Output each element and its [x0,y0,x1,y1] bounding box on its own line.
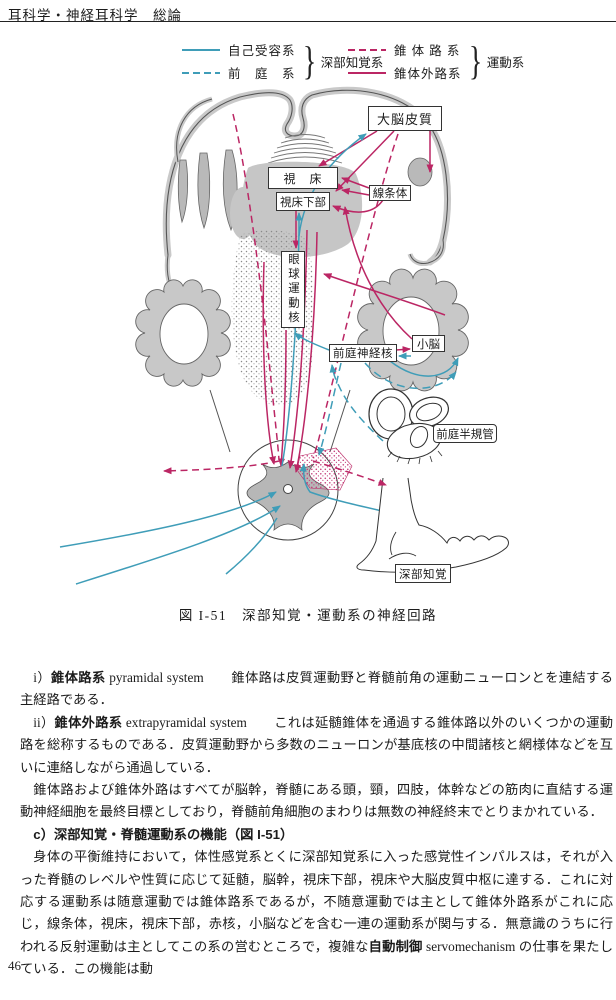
node-oculomotor-nucleus: 眼球運動核 [281,251,305,328]
brain-sulci [177,149,433,232]
legend-brace: } [468,38,482,83]
node-cerebellum: 小脳 [412,335,445,352]
node-vestibular-nucleus: 前庭神経核 [329,344,397,362]
paragraph-motor-targets: 錐体路および錐体外路はすべてが脳幹，脊髄にある頭，頸，四肢，体幹などの筋肉に直結… [20,782,613,820]
legend-brace: } [302,38,316,83]
legend-group-deep-sensory: 自己受容系 前 庭 系 } 深部知覚系 [182,38,383,84]
motor-pathways [163,113,446,486]
brain-outline [162,86,451,294]
temporal-lobe-left [135,279,231,387]
legend-item-pyramidal: 錐 体 路 系 [348,38,462,61]
legend-item-extrapyramidal: 錐体外路系 [348,61,462,84]
legend-item-proprioceptive: 自己受容系 [182,38,296,61]
header-rule [0,21,616,22]
node-thalamus: 視 床 [268,167,338,189]
node-hypothalamus: 視床下部 [276,192,330,211]
page-number: 46 [8,958,21,973]
legend-line-blue-solid [182,48,220,51]
legend-line-magenta-dashed [348,48,386,51]
legend-line-magenta-solid [348,71,386,74]
legend-label: 前 庭 系 [228,67,296,81]
paragraph-balance-function: 身体の平衡維持において，体性感覚系とくに深部知覚系に入った感覚性インパルスは，そ… [20,849,614,977]
legend-label: 錐体外路系 [394,67,462,81]
running-head: 耳科学・神経耳科学 総論 [8,8,182,23]
figure-caption: 図 I-51 深部知覚・運動系の神経回路 [178,608,438,623]
node-cerebral-cortex: 大脳皮質 [368,106,442,131]
section-heading: c）深部知覚・脊髄運動系の機能（図 I-51） [33,826,294,842]
node-striatum: 線条体 [369,185,411,201]
paragraph-extrapyramidal: ii）錐体外路系 extrapyramidal system これは延髄錐体を通… [20,714,613,775]
legend-label: 錐 体 路 系 [394,44,461,58]
legend-group-label: 運動系 [486,55,525,70]
foot-drawing [356,477,509,573]
inner-ear-drawing [368,388,449,465]
node-semicircular-canals: 前庭半規管 [433,424,497,443]
body-text: i）錐体路系 pyramidal system 錐体路は皮質運動野と脊髄前角の運… [20,667,613,981]
legend-group-motor: 錐 体 路 系 錐体外路系 } 運動系 [348,38,524,84]
node-deep-sensation: 深部知覚 [395,564,451,583]
proprioceptive-afferents [59,463,405,585]
paragraph-pyramidal: i）錐体路系 pyramidal system 錐体路は皮質運動野と脊髄前角の運… [20,670,614,708]
legend-line-blue-dashed [182,71,220,74]
legend-group-label: 深部知覚系 [320,55,384,70]
legend-item-vestibular: 前 庭 系 [182,61,296,84]
legend-label: 自己受容系 [228,44,296,58]
